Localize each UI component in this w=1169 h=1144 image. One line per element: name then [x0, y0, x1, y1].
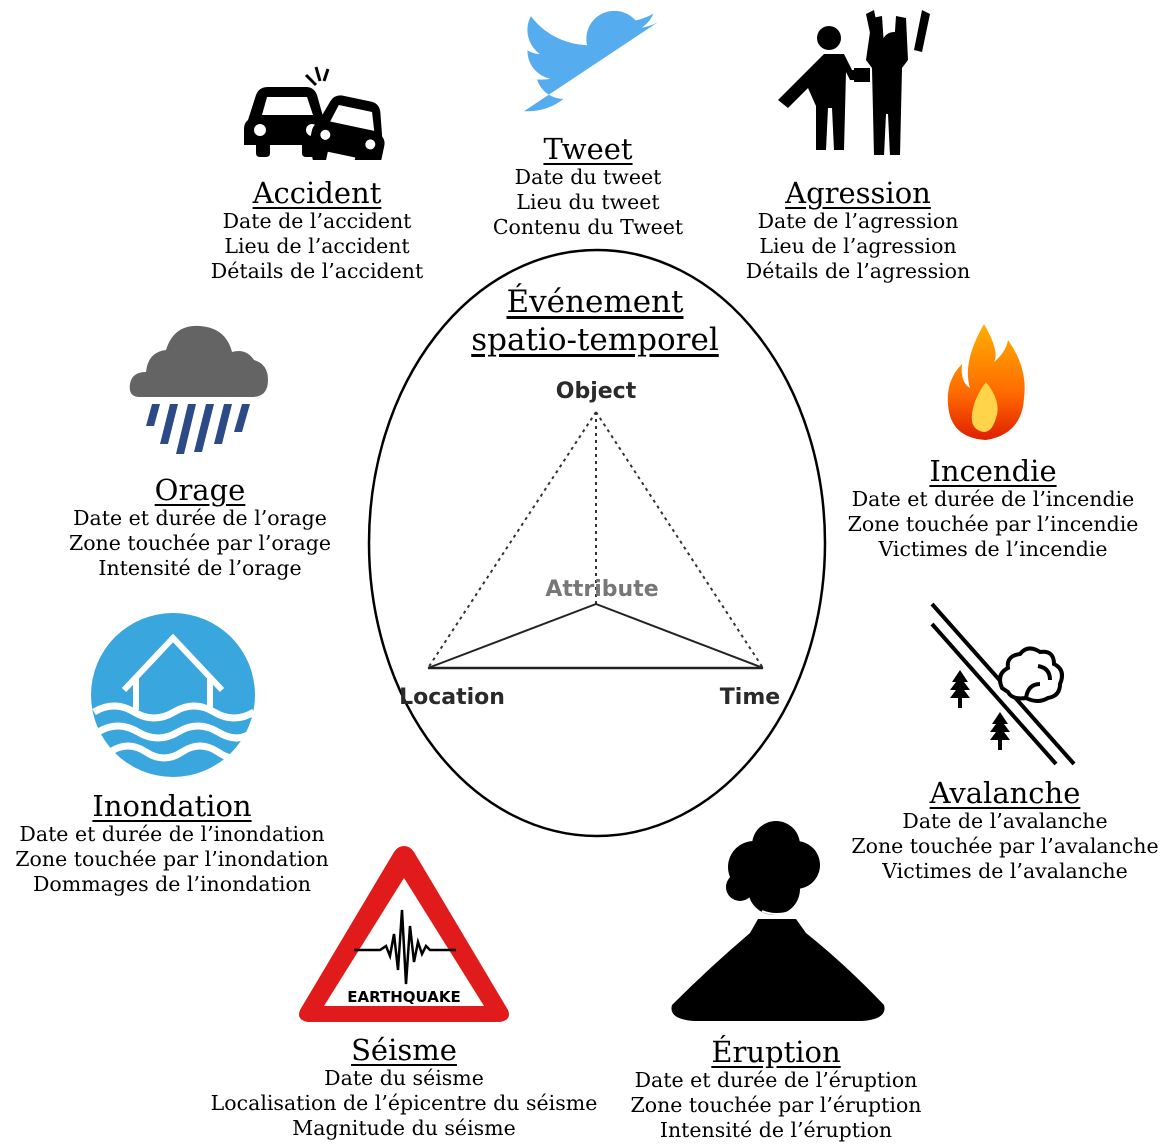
vertex-location: Location — [399, 685, 505, 710]
avalanche-line-1: Date de l’avalanche — [902, 809, 1108, 833]
agression-line-2: Lieu de l’agression — [759, 234, 957, 258]
tweet-title: Tweet — [543, 132, 633, 166]
eruption-line-2: Zone touchée par l’éruption — [630, 1093, 922, 1117]
tweet-line-3: Contenu du Tweet — [492, 215, 684, 239]
rain-cloud-icon — [129, 325, 268, 454]
tweet-line-2: Lieu du tweet — [516, 190, 660, 214]
incendie-line-1: Date et durée de l’incendie — [851, 487, 1135, 511]
vertex-time: Time — [720, 685, 780, 710]
car-crash-icon — [244, 66, 385, 160]
seisme-title: Séisme — [351, 1033, 457, 1067]
inondation-line-2: Zone touchée par l’inondation — [15, 847, 329, 871]
orage-line-2: Zone touchée par l’orage — [68, 531, 332, 555]
accident-title: Accident — [252, 176, 382, 210]
tweet-line-1: Date du tweet — [514, 165, 662, 189]
inondation-block: Inondation Date et durée de l’inondation… — [6, 790, 338, 897]
avalanche-block: Avalanche Date de l’avalanche Zone touch… — [846, 777, 1164, 884]
agression-title: Agression — [785, 176, 931, 210]
eruption-line-3: Intensité de l’éruption — [659, 1118, 893, 1142]
volcano-icon — [671, 821, 885, 1021]
earthquake-sign-text: EARTHQUAKE — [347, 988, 460, 1006]
incendie-line-2: Zone touchée par l’incendie — [847, 512, 1139, 536]
tweet-block: Tweet Date du tweet Lieu du tweet Conten… — [468, 133, 708, 240]
center-ellipse — [367, 248, 827, 838]
center-title-line1: Événement — [506, 284, 684, 320]
orage-line-1: Date et durée de l’orage — [73, 506, 327, 530]
center-title: Événement spatio-temporel — [430, 283, 760, 359]
flooded-house-icon — [91, 613, 256, 777]
avalanche-line-3: Victimes de l’avalanche — [882, 859, 1128, 883]
seisme-line-3: Magnitude du séisme — [292, 1116, 516, 1140]
orage-line-3: Intensité de l’orage — [98, 556, 302, 580]
orage-block: Orage Date et durée de l’orage Zone touc… — [60, 474, 340, 581]
orage-title: Orage — [154, 473, 246, 507]
eruption-line-1: Date et durée de l’éruption — [634, 1068, 918, 1092]
vertex-attribute: Attribute — [545, 577, 658, 602]
seisme-block: Séisme Date du séisme Localisation de l’… — [196, 1034, 612, 1141]
earthquake-sign-icon: EARTHQUAKE — [299, 846, 509, 1022]
avalanche-line-2: Zone touchée par l’avalanche — [851, 834, 1159, 858]
inondation-title: Inondation — [92, 789, 252, 823]
agression-line-3: Détails de l’agression — [745, 259, 971, 283]
avalanche-title: Avalanche — [929, 776, 1081, 810]
seisme-line-1: Date du séisme — [324, 1066, 484, 1090]
center-title-line2: spatio-temporel — [471, 322, 719, 358]
agression-block: Agression Date de l’agression Lieu de l’… — [728, 177, 988, 284]
agression-line-1: Date de l’agression — [757, 209, 959, 233]
vertex-object: Object — [556, 379, 637, 404]
avalanche-icon — [930, 602, 1076, 766]
accident-line-3: Détails de l’accident — [210, 259, 424, 283]
fire-icon — [947, 324, 1025, 440]
incendie-block: Incendie Date et durée de l’incendie Zon… — [840, 455, 1146, 562]
triangle-diagram: Object Attribute Location Time — [399, 379, 780, 710]
twitter-bird-icon — [523, 10, 658, 112]
eruption-title: Éruption — [711, 1035, 841, 1069]
seisme-line-2: Localisation de l’épicentre du séisme — [210, 1091, 598, 1115]
inondation-line-3: Dommages de l’inondation — [32, 872, 311, 896]
accident-block: Accident Date de l’accident Lieu de l’ac… — [197, 177, 437, 284]
robbery-icon — [778, 10, 930, 155]
incendie-line-3: Victimes de l’incendie — [878, 537, 1108, 561]
accident-line-2: Lieu de l’accident — [224, 234, 410, 258]
accident-line-1: Date de l’accident — [222, 209, 412, 233]
eruption-block: Éruption Date et durée de l’éruption Zon… — [620, 1036, 932, 1143]
incendie-title: Incendie — [929, 454, 1057, 488]
inondation-line-1: Date et durée de l’inondation — [19, 822, 325, 846]
